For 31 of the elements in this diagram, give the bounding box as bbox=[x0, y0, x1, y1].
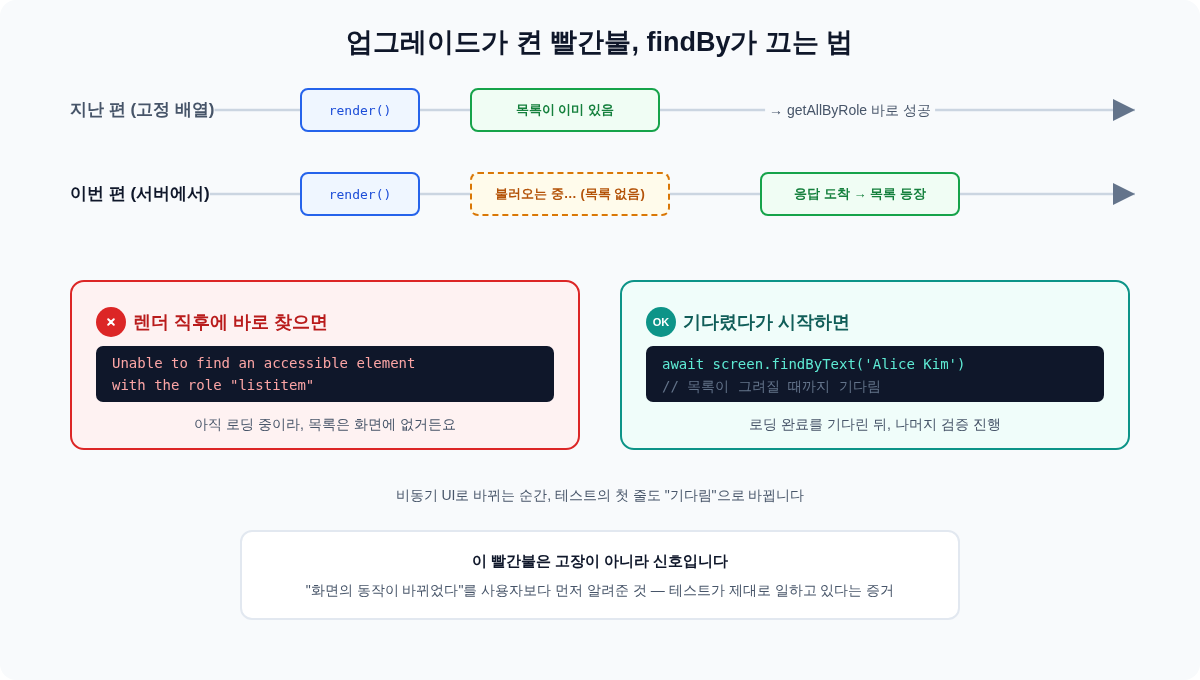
code-block bbox=[96, 346, 554, 402]
connector-line bbox=[209, 192, 300, 196]
cross-icon bbox=[96, 307, 126, 337]
step-box: render() bbox=[300, 88, 420, 132]
row-label: 지난 편 (고정 배열) bbox=[70, 99, 215, 121]
connector-line bbox=[420, 108, 470, 112]
arrow bbox=[960, 183, 1135, 205]
note-heading: 이 빨간불은 고장이 아니라 신호입니다 bbox=[471, 551, 729, 571]
code-block bbox=[646, 346, 1104, 402]
note-text: 비동기 UI로 바뀌는 순간, 테스트의 첫 줄도 "기다림"으로 바뀝니다 bbox=[395, 486, 805, 505]
diagram-title: 업그레이드가 켠 빨간불, findBy가 끄는 법 bbox=[346, 26, 854, 59]
code-line: await screen.findByText('Alice Kim') bbox=[662, 355, 966, 374]
panel-heading: 렌더 직후에 바로 찾으면 bbox=[133, 311, 328, 334]
panel-caption: 로딩 완료를 기다린 뒤, 나머지 검증 진행 bbox=[749, 415, 1001, 434]
step-box: 응답 도착 → 목록 등장 bbox=[760, 172, 960, 216]
status-badge: OK bbox=[646, 307, 676, 337]
connector-line bbox=[670, 192, 760, 196]
connector-line bbox=[420, 192, 470, 196]
row-label: 이번 편 (서버에서) bbox=[70, 183, 210, 205]
error-message: Unable to find an accessible element with the role "listitem" bbox=[112, 354, 417, 395]
loading-step-box: 불러오는 중… (목록 없음) bbox=[470, 172, 670, 216]
note-card bbox=[240, 530, 960, 620]
step-box: render() bbox=[300, 172, 420, 216]
code-comment: // 목록이 그려질 때까지 기다림 bbox=[662, 377, 881, 396]
error-panel bbox=[70, 280, 580, 450]
success-panel bbox=[620, 280, 1130, 450]
panel-heading: 기다렸다가 시작하면 bbox=[683, 311, 850, 334]
note-text: "화면의 동작이 바뀌었다"를 사용자보다 먼저 알려준 것 — 테스트가 제대로 일하고 있다는 증거 bbox=[305, 581, 895, 600]
connector-line bbox=[214, 108, 300, 112]
step-box: 목록이 이미 있음 bbox=[470, 88, 660, 132]
panel-caption: 아직 로딩 중이라, 목록은 화면에 없거든요 bbox=[194, 415, 456, 434]
